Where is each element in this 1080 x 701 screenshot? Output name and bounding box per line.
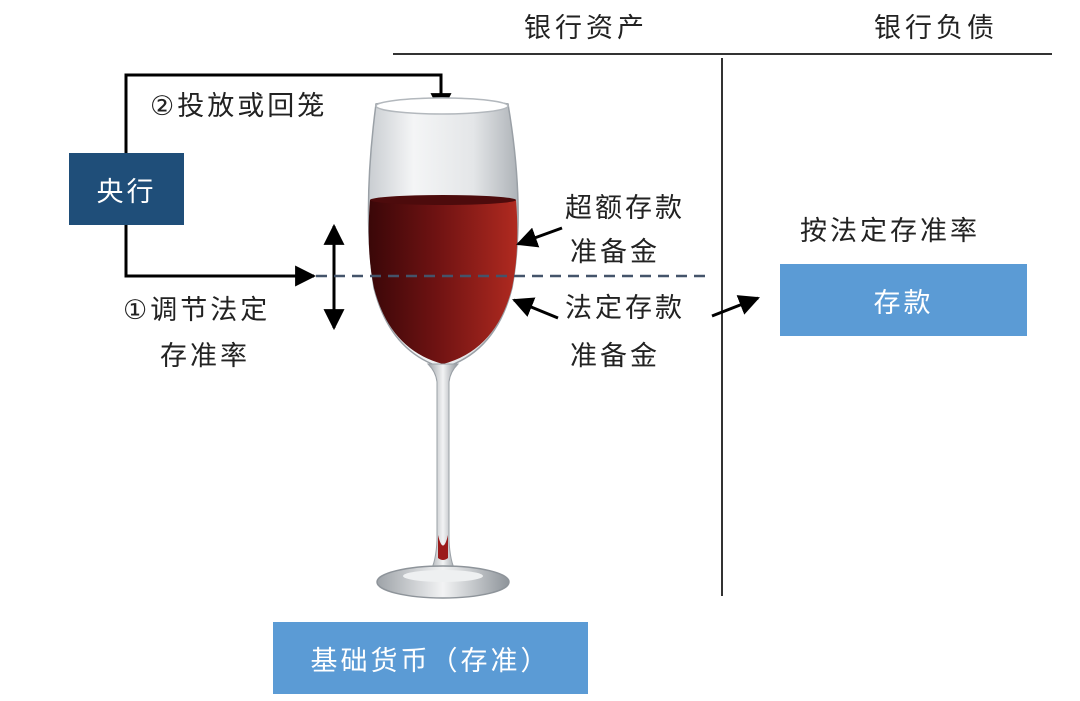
excess-reserve-label-line1: 超额存款 bbox=[565, 193, 685, 224]
deposit-label: 存款 bbox=[873, 287, 934, 319]
step2-arrow bbox=[124, 73, 452, 153]
glass-rim bbox=[375, 97, 509, 115]
excess-reserve-label-line2: 准备金 bbox=[570, 237, 660, 268]
wine-liquid bbox=[368, 196, 518, 364]
stem-wine-drop bbox=[438, 535, 448, 560]
central-bank-box: 央行 bbox=[69, 153, 184, 225]
wine-surface bbox=[370, 195, 516, 205]
excess-reserve-pointer bbox=[516, 226, 563, 248]
step2-label: ②投放或回笼 bbox=[150, 91, 328, 122]
to-deposit-arrow bbox=[711, 295, 760, 318]
glass-stem bbox=[426, 363, 460, 573]
required-reserve-label-line1: 法定存款 bbox=[565, 293, 685, 324]
central-bank-label: 央行 bbox=[96, 176, 157, 208]
required-reserve-label-line2: 准备金 bbox=[570, 341, 660, 372]
base-money-label: 基础货币（存准） bbox=[310, 645, 551, 677]
bank-liabilities-header: 银行负债 bbox=[874, 13, 998, 44]
step1-label-line1: ①调节法定 bbox=[123, 295, 271, 326]
deposit-box: 存款 bbox=[780, 264, 1027, 336]
step1-arrow bbox=[124, 225, 317, 287]
glass-base-top bbox=[403, 570, 483, 582]
required-reserve-pointer bbox=[512, 297, 559, 320]
bank-assets-header: 银行资产 bbox=[524, 13, 648, 44]
statutory-rate-label: 按法定存准率 bbox=[800, 216, 980, 247]
step1-label-line2: 存准率 bbox=[160, 341, 250, 372]
base-money-box: 基础货币（存准） bbox=[273, 622, 588, 694]
